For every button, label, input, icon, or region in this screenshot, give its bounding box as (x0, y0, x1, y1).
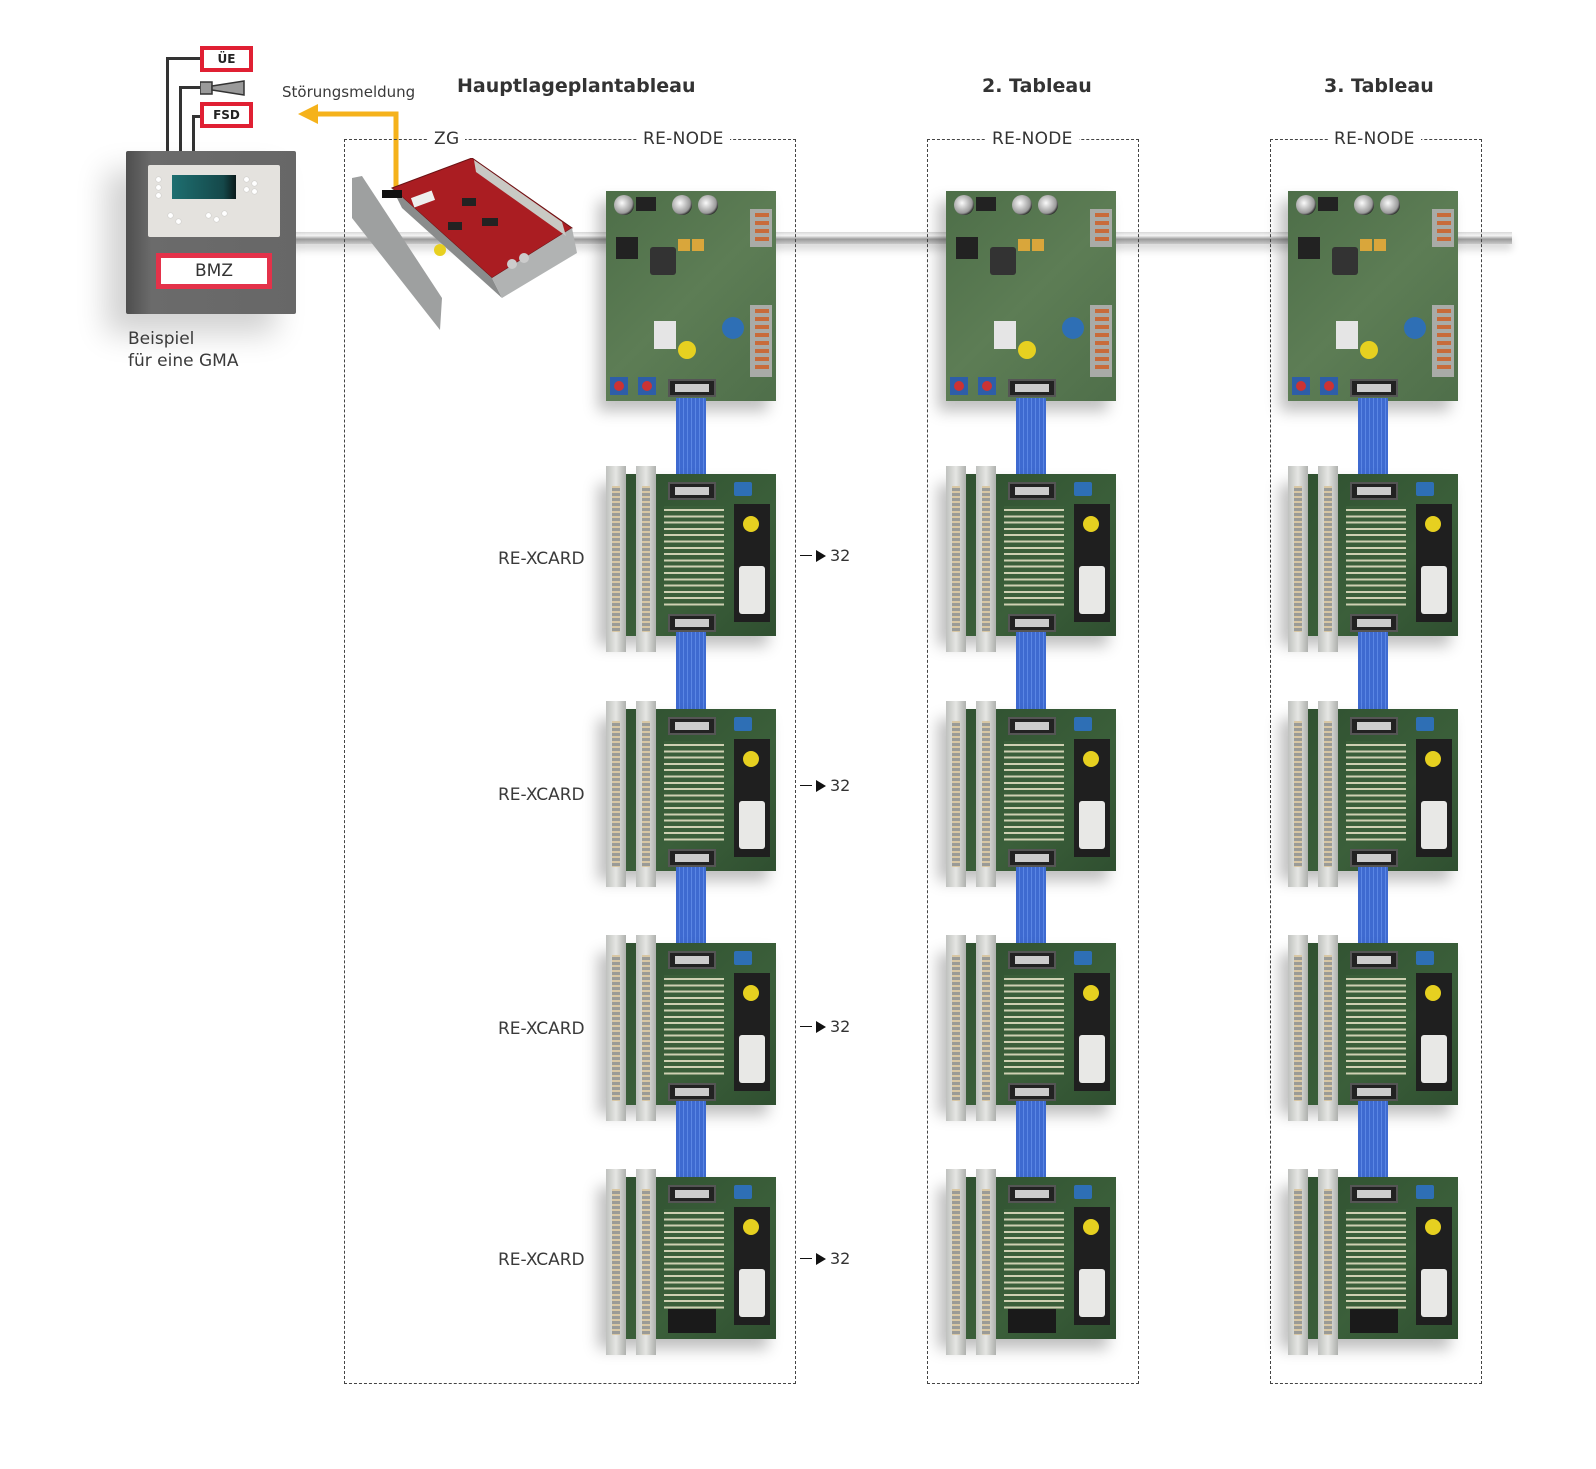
arrow-right-icon (816, 779, 826, 792)
re-xcard-board (946, 701, 1116, 887)
tableau-title-3: 3. Tableau (1324, 75, 1434, 97)
wire-fsd-h (192, 115, 202, 118)
ribbon-cable (1358, 398, 1388, 480)
re-xcard-board (1288, 1169, 1458, 1355)
xcard-label: RE-XCARD (498, 785, 585, 805)
re-node-board (946, 191, 1116, 401)
ribbon-cable (676, 632, 706, 717)
re-xcard-board (1288, 466, 1458, 652)
ribbon-cable (1016, 398, 1046, 480)
xcard-label: RE-XCARD (498, 1250, 585, 1270)
output-arrow: 32 (800, 776, 850, 795)
re-xcard-board (606, 935, 776, 1121)
re-xcard-board (1288, 935, 1458, 1121)
re-xcard-board (606, 1169, 776, 1355)
output-arrow: 32 (800, 1017, 850, 1036)
ribbon-cable (1016, 632, 1046, 717)
arrow-right-icon (816, 1020, 826, 1033)
wire-ue (166, 57, 169, 151)
fault-signal-arrow (298, 104, 402, 200)
zg-board (352, 157, 582, 342)
re-xcard-board (946, 1169, 1116, 1355)
ribbon-cable (1016, 867, 1046, 951)
re-node-label-2: RE-NODE (986, 129, 1079, 149)
wire-horn-h (179, 86, 201, 89)
bmz-screen (172, 175, 236, 199)
re-node-board (606, 191, 776, 401)
re-node-label-main: RE-NODE (637, 129, 730, 149)
wire-fsd (192, 115, 195, 151)
ribbon-cable (676, 867, 706, 951)
tableau-title-main: Hauptlageplantableau (457, 75, 696, 97)
re-xcard-board (946, 466, 1116, 652)
fault-signal-label: Störungsmeldung (282, 83, 416, 101)
ribbon-cable (676, 398, 706, 480)
tableau-box-main (344, 139, 796, 1384)
ribbon-cable (1358, 1101, 1388, 1185)
bmz-label: BMZ (156, 253, 272, 289)
re-xcard-board (606, 466, 776, 652)
output-arrow: 32 (800, 1249, 850, 1268)
xcard-label: RE-XCARD (498, 549, 585, 569)
arrow-right-icon (816, 549, 826, 562)
tableau-title-2: 2. Tableau (982, 75, 1092, 97)
bmz-display (148, 165, 280, 237)
ribbon-cable (676, 1101, 706, 1185)
ribbon-cable (1358, 632, 1388, 717)
ue-signal-box: ÜE (200, 46, 253, 72)
output-arrow: 32 (800, 546, 850, 565)
wire-ue-h (166, 57, 202, 60)
bus-line (280, 232, 1512, 244)
ribbon-cable (1016, 1101, 1046, 1185)
re-node-label-3: RE-NODE (1328, 129, 1421, 149)
ribbon-cable (1358, 867, 1388, 951)
re-xcard-board (946, 935, 1116, 1121)
re-xcard-board (606, 701, 776, 887)
fsd-signal-box: FSD (200, 102, 253, 128)
zg-label: ZG (428, 129, 466, 149)
arrow-right-icon (816, 1252, 826, 1265)
bmz-panel: BMZ (126, 151, 296, 314)
re-xcard-board (1288, 701, 1458, 887)
gma-caption-line2: für eine GMA (128, 351, 239, 371)
siren-icon (199, 80, 246, 100)
gma-caption-line1: Beispiel (128, 329, 195, 349)
wire-horn (179, 86, 182, 151)
re-node-board (1288, 191, 1458, 401)
xcard-label: RE-XCARD (498, 1019, 585, 1039)
